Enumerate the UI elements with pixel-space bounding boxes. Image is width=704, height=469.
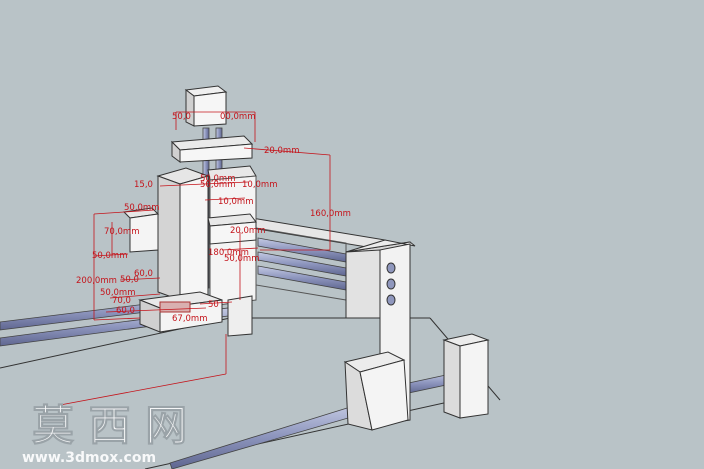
dim-label: 50,0mm bbox=[92, 251, 128, 261]
dim-label: 00,0mm bbox=[220, 112, 256, 122]
dim-label: 67,0mm bbox=[172, 314, 208, 324]
dim-label: 50 bbox=[208, 300, 219, 310]
dim-label: 60,0 bbox=[134, 269, 153, 279]
dim-label: 160,0mm bbox=[310, 209, 351, 219]
dim-label: 50,0mm bbox=[100, 288, 136, 298]
gantry-rods bbox=[257, 237, 347, 291]
dim-label: 60,0 bbox=[116, 306, 135, 316]
dim-label: 10,0mm bbox=[242, 180, 278, 190]
dim-label: 10,0mm bbox=[218, 197, 254, 207]
right-column bbox=[343, 239, 416, 431]
dim-label: 50,0 bbox=[172, 112, 191, 122]
top-plate bbox=[170, 135, 254, 163]
z-carriage bbox=[156, 165, 257, 337]
dim-label: 200,0mm bbox=[76, 276, 117, 286]
watermark: 莫 西 网 www.3dmox.com bbox=[22, 401, 188, 466]
watermark-url: www.3dmox.com bbox=[22, 450, 156, 466]
dim-label: 50,0mm bbox=[200, 174, 236, 184]
dim-label: 50,0 bbox=[120, 275, 139, 285]
dim-label: 50,0mm bbox=[124, 203, 160, 213]
right-support-block bbox=[442, 333, 490, 419]
dim-label: 50,0mm bbox=[224, 254, 260, 264]
dimension-lines bbox=[59, 111, 331, 406]
dim-label: 20,0mm bbox=[264, 146, 300, 156]
dim-label: 20,0mm bbox=[230, 226, 266, 236]
dim-label: 15,0 bbox=[134, 180, 153, 190]
dim-label: 180,0mm bbox=[208, 248, 249, 258]
watermark-title: 莫 西 网 bbox=[32, 401, 187, 450]
dimension-labels: 50,0 00,0mm 20,0mm 15,0 50,0mm 10,0mm 50… bbox=[76, 112, 351, 324]
stepper-motor bbox=[184, 85, 228, 127]
dim-label: 70,0mm bbox=[104, 227, 140, 237]
dim-label: 70,0 bbox=[112, 296, 131, 306]
spindle-base bbox=[138, 291, 223, 333]
dim-label: 50,0mm bbox=[200, 180, 236, 190]
